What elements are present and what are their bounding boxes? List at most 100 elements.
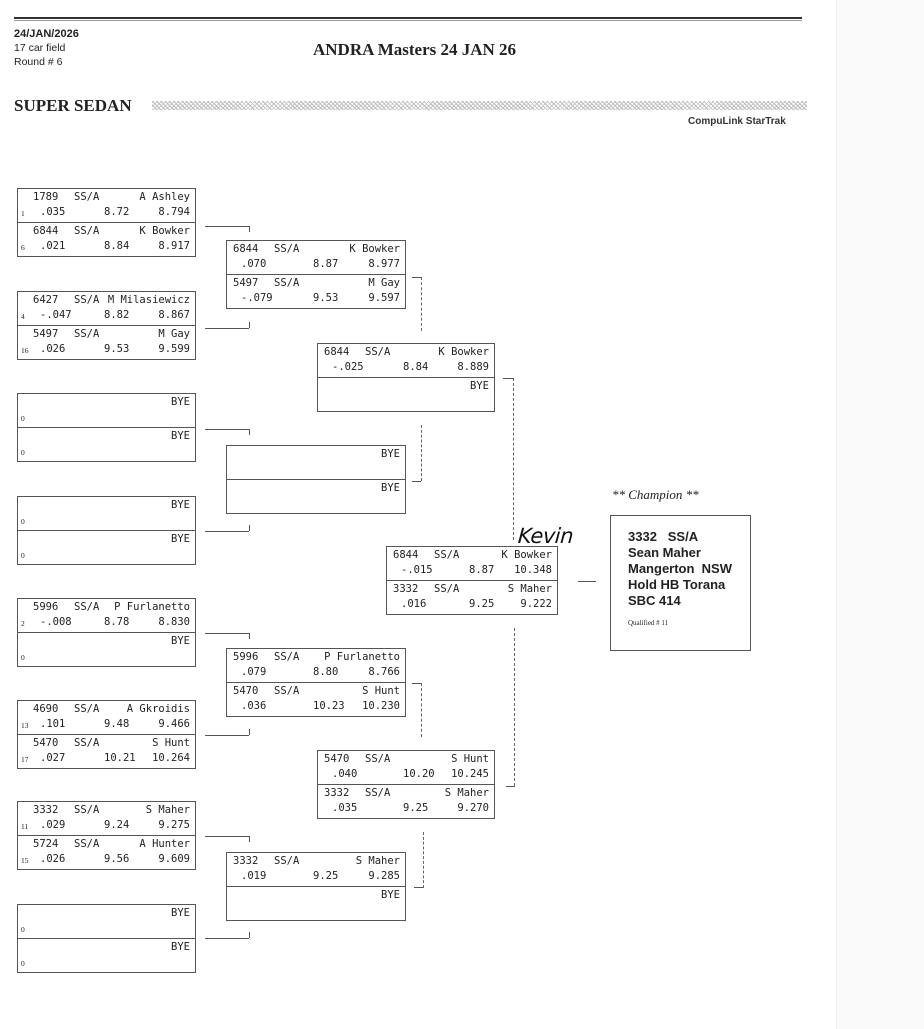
lane-entry-line: BYE (227, 482, 405, 496)
driver-name: BYE (381, 889, 400, 901)
connector-dashed (513, 378, 514, 540)
qualifying-seed: 0 (21, 517, 25, 526)
software-credit: CompuLink StarTrak (688, 116, 786, 127)
driver-name: P Furlanetto (324, 651, 400, 663)
dial-in: 8.72 (104, 206, 130, 218)
driver-name: BYE (171, 430, 190, 442)
elapsed-time: 8.889 (457, 361, 489, 373)
car-number: 1789 (33, 191, 59, 203)
left-lane: BYE (227, 446, 405, 479)
lane-entry-line: BYE (18, 635, 195, 649)
qualifying-seed: 13 (21, 721, 29, 730)
dial-in: 9.25 (469, 598, 495, 610)
field-size: 17 car field (14, 42, 66, 54)
car-class: SS/A (74, 703, 100, 715)
car-class: SS/A (74, 804, 100, 816)
connector-line (506, 786, 515, 787)
qualifying-seed: 2 (21, 619, 25, 628)
driver-name: S Maher (444, 787, 489, 799)
reaction-time: .019 (241, 870, 267, 882)
driver-name: S Maher (355, 855, 400, 867)
elapsed-time: 10.264 (152, 752, 190, 764)
connector-line (205, 328, 249, 329)
connector-line (414, 887, 423, 888)
lane-entry-line: BYE (227, 448, 405, 462)
car-number: 6844 (393, 549, 419, 561)
lane-result-line: 0 (18, 922, 195, 936)
connector-tick (249, 932, 250, 938)
lane-result-line: 0 (18, 514, 195, 528)
car-number: 5470 (233, 685, 259, 697)
lane-entry-line: BYE (318, 380, 494, 394)
qualifying-seed: 0 (21, 653, 25, 662)
dial-in: 9.53 (313, 292, 339, 304)
connector-line (412, 481, 421, 482)
elapsed-time: 8.867 (158, 309, 190, 321)
lane-result-line (227, 463, 405, 477)
car-number: 5996 (33, 601, 59, 613)
connector-line (205, 938, 249, 939)
lane-result-line: 0 (18, 650, 195, 664)
driver-name: BYE (470, 380, 489, 392)
round2-matchup: BYE BYE (226, 445, 406, 514)
lane-result-line (318, 395, 494, 409)
dial-in: 8.82 (104, 309, 130, 321)
car-number: 6844 (233, 243, 259, 255)
car-class: SS/A (365, 753, 391, 765)
qualifying-seed: 6 (21, 243, 25, 252)
connector-dashed (421, 683, 422, 737)
car-number: 5470 (324, 753, 350, 765)
elapsed-time: 8.830 (158, 616, 190, 628)
car-class: SS/A (274, 277, 300, 289)
connector-dashed (421, 425, 422, 481)
reaction-time: .079 (241, 666, 267, 678)
reaction-time: -.015 (401, 564, 433, 576)
lane-result-line (227, 497, 405, 511)
connector-tick (249, 836, 250, 842)
dial-in: 8.87 (313, 258, 339, 270)
champion-location: Mangerton NSW (628, 561, 732, 576)
car-class: SS/A (274, 855, 300, 867)
connector-line (578, 581, 596, 582)
reaction-time: .021 (40, 240, 66, 252)
dial-in: 8.87 (469, 564, 495, 576)
reaction-time: .016 (401, 598, 427, 610)
dial-in: 9.48 (104, 718, 130, 730)
dial-in: 9.24 (104, 819, 130, 831)
driver-name: BYE (171, 396, 190, 408)
car-number: 5724 (33, 838, 59, 850)
elapsed-time: 10.230 (362, 700, 400, 712)
connector-dashed (423, 832, 424, 888)
